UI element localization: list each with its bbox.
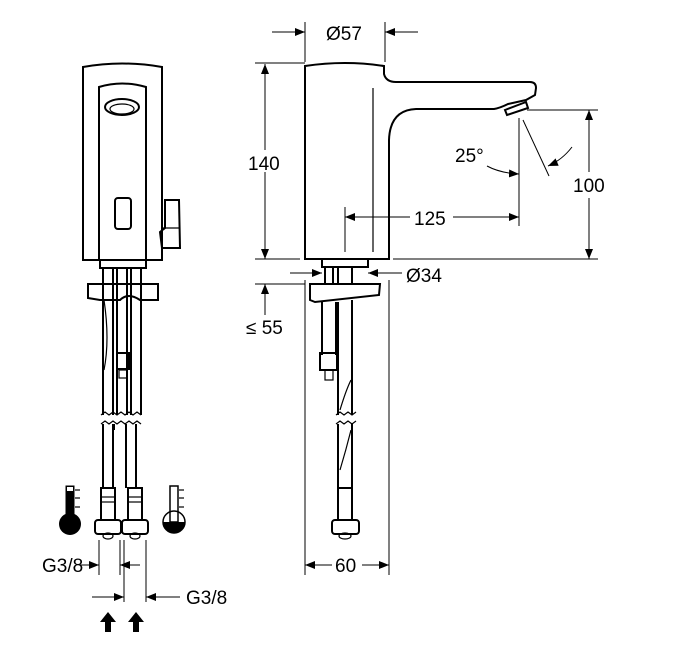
spray-angle-label: 25° [455,146,484,167]
water-inlet-arrow-icon [100,612,144,632]
spout-height-label: 100 [573,176,605,197]
height-label: 140 [248,154,280,175]
body-diameter-label: Ø57 [326,24,362,45]
front-view [82,62,182,540]
hot-connection-label: G3/8 [42,556,83,577]
side-view [304,62,538,540]
cold-connection-label: G3/8 [186,588,227,609]
counter-thickness-label: ≤ 55 [246,318,283,339]
base-diameter-label: Ø34 [406,266,442,287]
sensor-icon [104,98,140,116]
spout-reach-label: 125 [414,209,446,230]
side-view-dimensions [255,22,598,575]
sensor-window [114,197,132,230]
cold-water-thermometer-icon [162,485,186,534]
hot-water-thermometer-icon [59,485,81,535]
base-depth-label: 60 [335,556,356,577]
connection-dimensions [80,540,180,602]
